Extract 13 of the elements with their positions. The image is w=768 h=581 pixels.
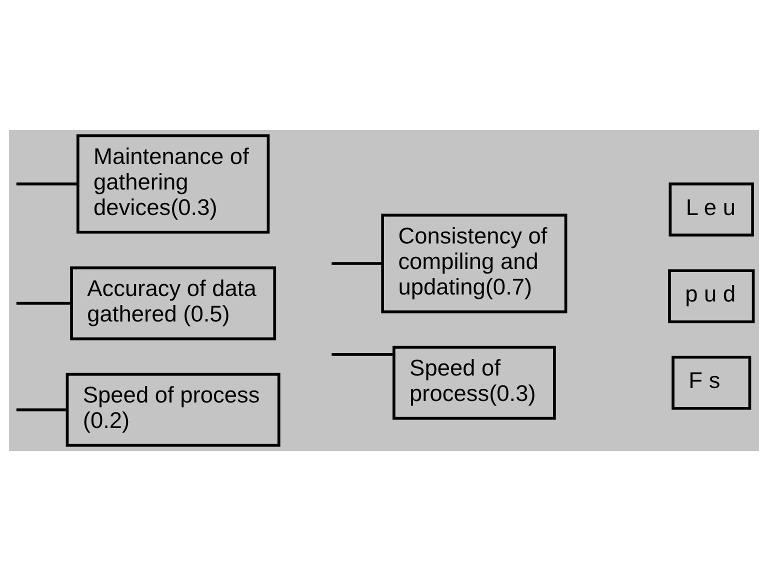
connector — [16, 182, 78, 186]
node-box: F s — [672, 356, 752, 410]
connector — [16, 302, 72, 305]
node-box: Consistency of compiling and updating(0.7) — [381, 214, 568, 314]
node-box: Speed of process (0.2) — [66, 372, 280, 447]
node-box: Speed of process(0.3) — [392, 346, 556, 420]
connector — [16, 408, 67, 412]
node-box: L e u — [668, 182, 754, 237]
connector — [332, 262, 382, 265]
node-box: Maintenance of gathering devices(0.3) — [76, 134, 270, 234]
node-box: Accuracy of data gathered (0.5) — [70, 266, 276, 340]
connector — [332, 353, 394, 356]
node-box: p u d — [668, 269, 755, 324]
